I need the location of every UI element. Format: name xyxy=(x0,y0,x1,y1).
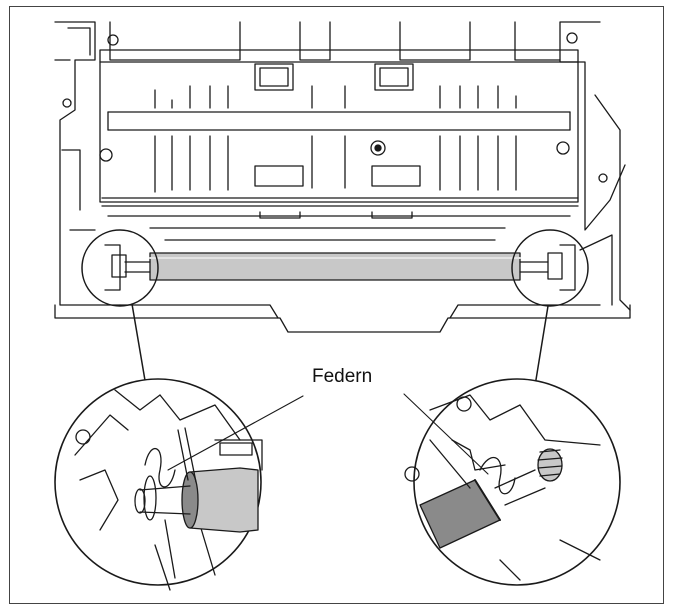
label-leader-lines xyxy=(167,393,489,475)
paper-tray xyxy=(54,304,631,333)
callout-label-federn: Federn xyxy=(312,366,373,387)
detail-right xyxy=(404,378,621,586)
machine-body xyxy=(54,21,631,311)
figure-frame xyxy=(9,6,664,604)
detail-left xyxy=(54,378,263,591)
pickup-roller xyxy=(104,244,576,291)
